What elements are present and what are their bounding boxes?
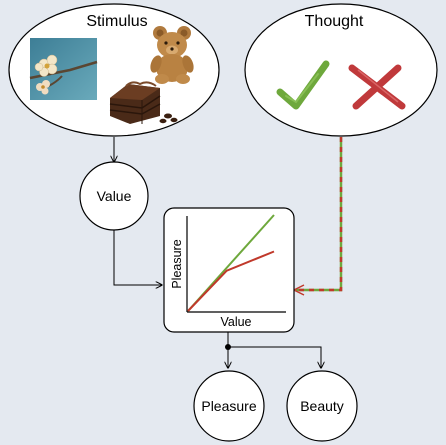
plot-series-red-line: [187, 250, 275, 312]
pleasure-value-plot: Value Pleasure: [163, 207, 295, 333]
value-node: Value: [79, 161, 149, 231]
plot-x-label: Value: [220, 315, 251, 329]
beauty-label: Beauty: [300, 398, 344, 414]
chocolate-cake: [109, 81, 178, 124]
beauty-node: Beauty: [286, 370, 358, 442]
arrow-value-to-plot: [113, 230, 162, 285]
stimulus-label: Stimulus: [86, 13, 147, 30]
checkmark-icon: [276, 60, 330, 110]
pleasure-label: Pleasure: [201, 398, 256, 414]
teddy-bear: [150, 26, 194, 84]
flower-photo: [29, 38, 98, 100]
plot-series: [187, 214, 275, 312]
value-label: Value: [97, 188, 132, 204]
stimulus-node: Stimulus: [8, 3, 220, 137]
arrow-plot-to-outputs: [225, 332, 321, 368]
thought-label: Thought: [305, 13, 364, 30]
pleasure-node: Pleasure: [193, 370, 265, 442]
arrow-thought-to-plot: [292, 137, 343, 296]
plot-y-label: Pleasure: [170, 239, 184, 288]
thought-node: Thought: [244, 3, 438, 137]
cross-icon: [348, 64, 406, 110]
